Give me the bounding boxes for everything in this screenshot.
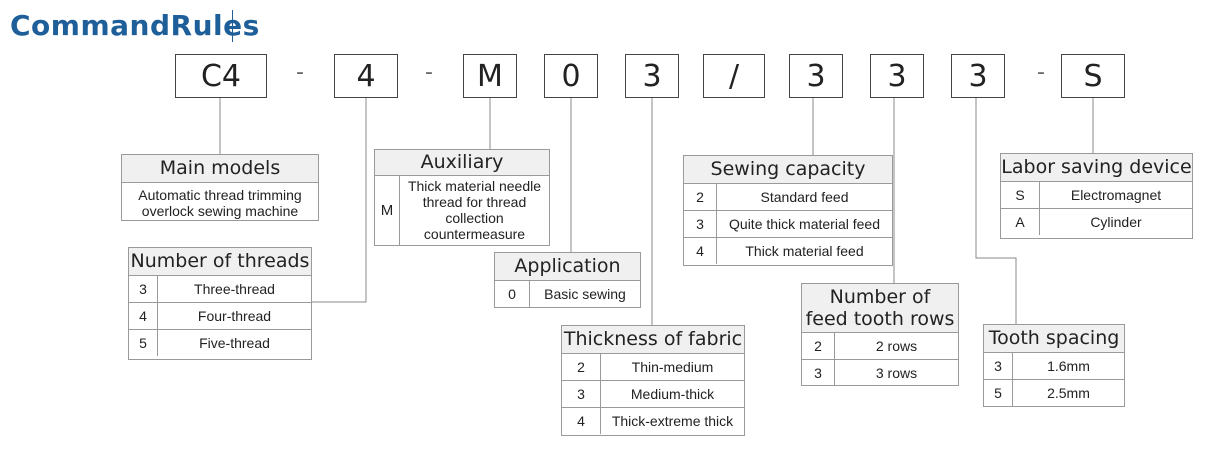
table-row: 3 Quite thick material feed <box>684 210 892 237</box>
row-key: 5 <box>984 380 1013 406</box>
code-box-feed-tooth: 3 <box>870 54 924 98</box>
auxiliary-line: Thick material needle <box>407 178 542 194</box>
table-row: 4 Thick material feed <box>684 237 892 264</box>
code-box-sewing-capacity: 3 <box>789 54 843 98</box>
code-box-labor-saving: S <box>1061 54 1125 98</box>
sewing-capacity-header: Sewing capacity <box>684 156 892 184</box>
code-box-slash: / <box>703 54 765 98</box>
table-row: 2 Thin-medium <box>562 354 744 380</box>
row-value: Thick-extreme thick <box>611 413 734 429</box>
code-box-application: 0 <box>544 54 598 98</box>
row-value: 3 rows <box>875 365 918 381</box>
auxiliary-table: Auxiliary M Thick material needle thread… <box>374 149 550 246</box>
table-row: 4 Four-thread <box>129 302 311 329</box>
row-key: 2 <box>684 184 717 210</box>
row-value: Medium-thick <box>630 386 715 402</box>
tooth-spacing-table: Tooth spacing 3 1.6mm 5 2.5mm <box>983 324 1125 407</box>
sewing-capacity-table: Sewing capacity 2 Standard feed 3 Quite th… <box>683 155 893 266</box>
table-row: 4 Thick-extreme thick <box>562 407 744 434</box>
row-value: Cylinder <box>1090 214 1142 230</box>
row-value: Thin-medium <box>631 359 714 375</box>
labor-saving-table: Labor saving device S Electromagnet A Cyli… <box>1000 153 1193 239</box>
row-key: 3 <box>684 211 717 237</box>
table-row: 5 Five-thread <box>129 329 311 356</box>
auxiliary-line: countermeasure <box>423 226 526 242</box>
main-models-header: Main models <box>122 155 318 183</box>
row-key: A <box>1001 209 1040 235</box>
row-key: 2 <box>802 333 835 359</box>
row-key: S <box>1001 182 1040 208</box>
code-dash-2: - <box>425 60 433 85</box>
main-models-line: Automatic thread trimming <box>138 187 302 203</box>
row-value: Five-thread <box>199 335 270 351</box>
row-value: Four-thread <box>197 308 272 324</box>
row-key: 5 <box>129 330 158 356</box>
row-value: Quite thick material feed <box>729 216 880 232</box>
table-row: 3 3 rows <box>802 359 958 386</box>
row-value: Three-thread <box>194 281 275 297</box>
threads-header: Number of threads <box>129 248 311 276</box>
auxiliary-line: thread for thread <box>422 194 527 210</box>
table-row: 2 2 rows <box>802 333 958 359</box>
table-row: 5 2.5mm <box>984 379 1124 406</box>
application-table: Application 0 Basic sewing <box>494 252 641 308</box>
text-cursor <box>232 10 233 42</box>
feed-tooth-table: Number of feed tooth rows 2 2 rows 3 3 row… <box>801 283 959 386</box>
table-row: S Electromagnet <box>1001 182 1192 208</box>
row-key: 3 <box>562 381 601 407</box>
auxiliary-header: Auxiliary <box>375 150 549 176</box>
row-value: 2.5mm <box>1047 385 1090 401</box>
row-key: 4 <box>129 303 158 329</box>
connector-tooth-spacing <box>975 98 1017 324</box>
tooth-spacing-header: Tooth spacing <box>984 325 1124 353</box>
main-models-line: overlock sewing machine <box>141 203 299 219</box>
row-value: 1.6mm <box>1047 358 1090 374</box>
application-header: Application <box>495 253 640 281</box>
code-box-thickness: 3 <box>625 54 679 98</box>
threads-table: Number of threads 3 Three-thread 4 Four-th… <box>128 247 312 360</box>
row-value: Basic sewing <box>544 286 626 302</box>
connector-threads <box>312 98 367 303</box>
row-key: 3 <box>802 360 835 386</box>
auxiliary-key: M <box>375 176 400 245</box>
feed-tooth-header-line: feed tooth rows <box>805 308 955 330</box>
code-dash-3: - <box>1037 60 1045 85</box>
row-value: Electromagnet <box>1070 187 1162 203</box>
row-value: Standard feed <box>760 189 849 205</box>
row-key: 3 <box>129 276 158 302</box>
page-title: CommandRules <box>10 9 260 42</box>
table-row: 3 Medium-thick <box>562 380 744 407</box>
auxiliary-line: collection <box>445 210 504 226</box>
row-value: 2 rows <box>875 338 918 354</box>
row-key: 0 <box>495 281 530 307</box>
feed-tooth-header-line: Number of <box>829 286 931 308</box>
feed-tooth-header: Number of feed tooth rows <box>802 284 958 333</box>
table-row: A Cylinder <box>1001 208 1192 235</box>
table-row: 0 Basic sewing <box>495 281 640 307</box>
row-value: Thick material feed <box>745 243 864 259</box>
main-models-body: Automatic thread trimming overlock sewin… <box>122 183 318 223</box>
row-key: 3 <box>984 353 1013 379</box>
row-key: 4 <box>562 408 601 434</box>
main-models-table: Main models Automatic thread trimming ov… <box>121 154 319 221</box>
row-key: 2 <box>562 354 601 380</box>
thickness-header: Thickness of fabric <box>562 326 744 354</box>
code-box-threads: 4 <box>334 54 398 98</box>
code-box-auxiliary: M <box>463 54 517 98</box>
code-box-model: C4 <box>175 54 267 98</box>
code-dash-1: - <box>296 60 304 85</box>
row-key: 4 <box>684 238 717 264</box>
table-row: 3 Three-thread <box>129 276 311 302</box>
table-row: 3 1.6mm <box>984 353 1124 379</box>
auxiliary-body: Thick material needle thread for thread … <box>400 176 549 245</box>
code-box-tooth-spacing: 3 <box>951 54 1005 98</box>
thickness-table: Thickness of fabric 2 Thin-medium 3 Medium… <box>561 325 745 436</box>
table-row: 2 Standard feed <box>684 184 892 210</box>
labor-saving-header: Labor saving device <box>1001 154 1192 182</box>
